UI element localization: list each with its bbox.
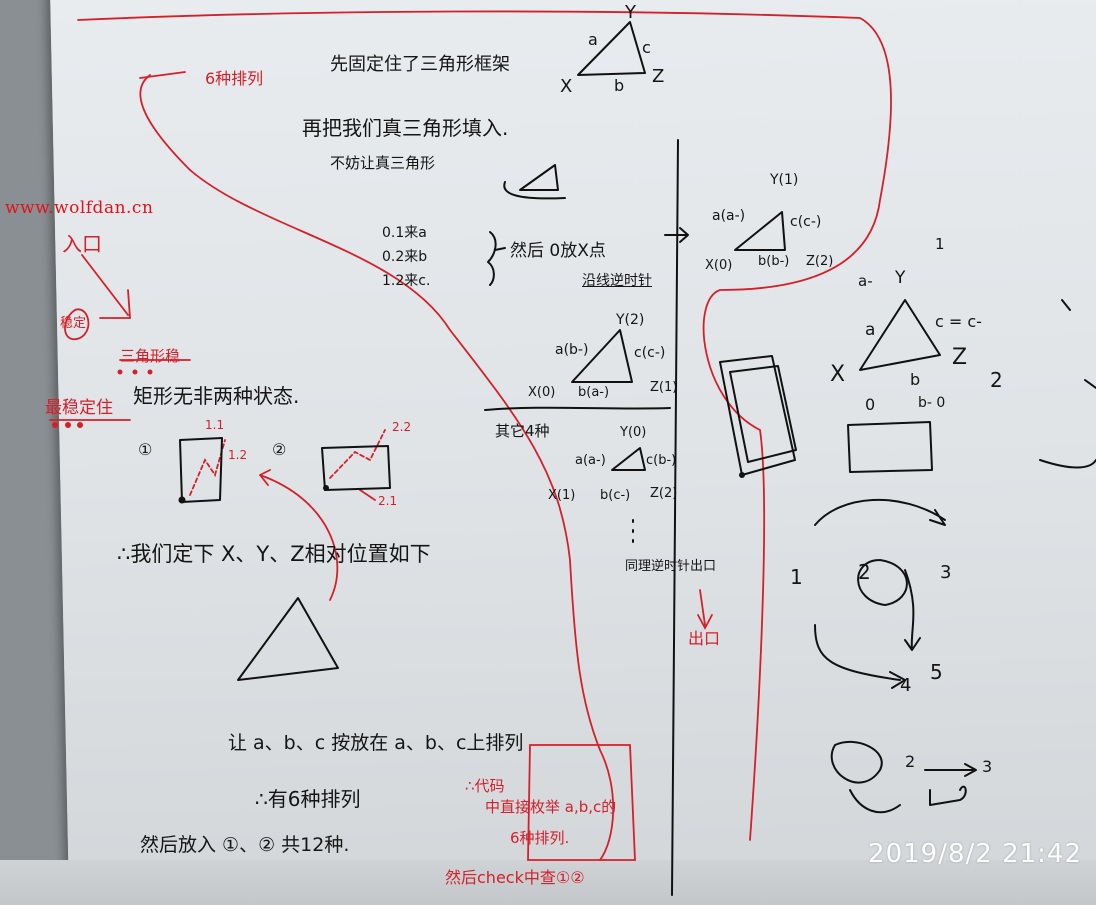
r-z: Z xyxy=(952,345,968,370)
z2b: Z(2) xyxy=(650,486,678,501)
note-same-out: 同理逆时针出口 xyxy=(625,559,717,574)
r-b: b xyxy=(910,370,921,389)
note-code: ∴代码 xyxy=(465,777,505,795)
tri-top-x: X xyxy=(560,76,573,97)
circle-2: ② xyxy=(272,440,287,459)
label-2-2: 2.2 xyxy=(392,420,412,434)
r-c: c = c- xyxy=(935,312,982,331)
note-triangle-stable: 三角形稳 xyxy=(120,347,181,365)
tri-top-b: b xyxy=(614,76,625,95)
note-six-perm: ∴有6种排列 xyxy=(255,787,361,811)
next-page-edge xyxy=(0,860,1096,905)
c-c: c(c-) xyxy=(790,214,822,230)
label-1-2: 1.2 xyxy=(228,448,248,462)
r-b-minus: b- 0 xyxy=(918,395,946,411)
y0: Y(0) xyxy=(620,425,647,440)
tri-top-c: c xyxy=(642,38,651,57)
x1: X(1) xyxy=(548,488,576,503)
z2: Z(2) xyxy=(806,254,834,269)
y2: Y(2) xyxy=(616,312,645,328)
r-1: 1 xyxy=(935,235,945,253)
note-code-enum: 中直接枚举 a,b,c的 xyxy=(485,798,617,816)
c-b: c(b-) xyxy=(646,453,677,468)
circle-1: ① xyxy=(138,440,153,459)
photo-timestamp: 2019/8/2 21:42 xyxy=(868,839,1082,869)
note-0-1: 0.1来a xyxy=(382,225,427,241)
note-along-rotate: 沿线逆时针 xyxy=(582,273,652,289)
x0b: X(0) xyxy=(528,385,556,400)
r-a-minus: a- xyxy=(858,272,873,290)
note-0-2: 0.2来b xyxy=(382,249,428,265)
a-a: a(a-) xyxy=(712,208,746,224)
z1: Z(1) xyxy=(650,380,678,395)
watermark-url: www.wolfdan.cn xyxy=(5,198,154,218)
num-1: 1 xyxy=(790,565,803,589)
y1: Y(1) xyxy=(770,172,799,188)
tri-top-a: a xyxy=(588,30,598,49)
note-we-fix-xyz: ∴我们定下 X、Y、Z相对位置如下 xyxy=(117,542,431,566)
r-a: a xyxy=(865,320,876,340)
note-code-6: 6种排列. xyxy=(510,829,570,847)
tri-top-z: Z xyxy=(652,66,665,87)
note-fill-triangle: 再把我们真三角形填入. xyxy=(302,116,509,140)
note-keep-fill: 不妨让真三角形 xyxy=(330,154,436,172)
num-4: 4 xyxy=(900,675,912,696)
note-then-zero-x: 然后 0放X点 xyxy=(510,241,606,261)
note-fix-frame: 先固定住了三角形框架 xyxy=(330,54,510,75)
a-b: a(b-) xyxy=(555,342,589,358)
num-2b: 2 xyxy=(905,752,916,771)
b-b: b(b-) xyxy=(758,254,790,269)
note-then-12: 然后放入 ①、② 共12种. xyxy=(140,834,350,856)
num-5: 5 xyxy=(930,660,943,684)
note-rect-states: 矩形无非两种状态. xyxy=(133,384,300,408)
note-1-2: 1.2来c. xyxy=(382,273,431,289)
note-put-abc: 让 a、b、c 按放在 a、b、c上排列 xyxy=(228,732,524,754)
r-2: 2 xyxy=(990,368,1003,392)
num-2: 2 xyxy=(858,560,871,584)
note-stable: 稳定 xyxy=(60,316,87,331)
num-3: 3 xyxy=(940,562,952,583)
note-other-four: 其它4种 xyxy=(495,422,550,440)
a-a2: a(a-) xyxy=(575,453,606,468)
label-1-1: 1.1 xyxy=(205,418,225,432)
note-perm6-top: 6种排列 xyxy=(205,69,264,88)
b-a: b(a-) xyxy=(578,385,610,400)
x0: X(0) xyxy=(705,258,733,273)
note-most-stable: 最稳定住 xyxy=(45,398,113,418)
note-exit: 出口 xyxy=(688,629,721,648)
note-then-check: 然后check中查①② xyxy=(445,868,585,887)
r-y: Y xyxy=(895,268,906,288)
r-x: X xyxy=(830,362,846,387)
num-3b: 3 xyxy=(982,757,993,776)
b-c: b(c-) xyxy=(600,488,631,503)
tri-top-y: Y xyxy=(625,2,636,23)
c-c2: c(c-) xyxy=(634,345,666,361)
r-0: 0 xyxy=(865,395,876,414)
note-input: 入口 xyxy=(62,232,102,256)
label-2-1: 2.1 xyxy=(378,494,398,508)
